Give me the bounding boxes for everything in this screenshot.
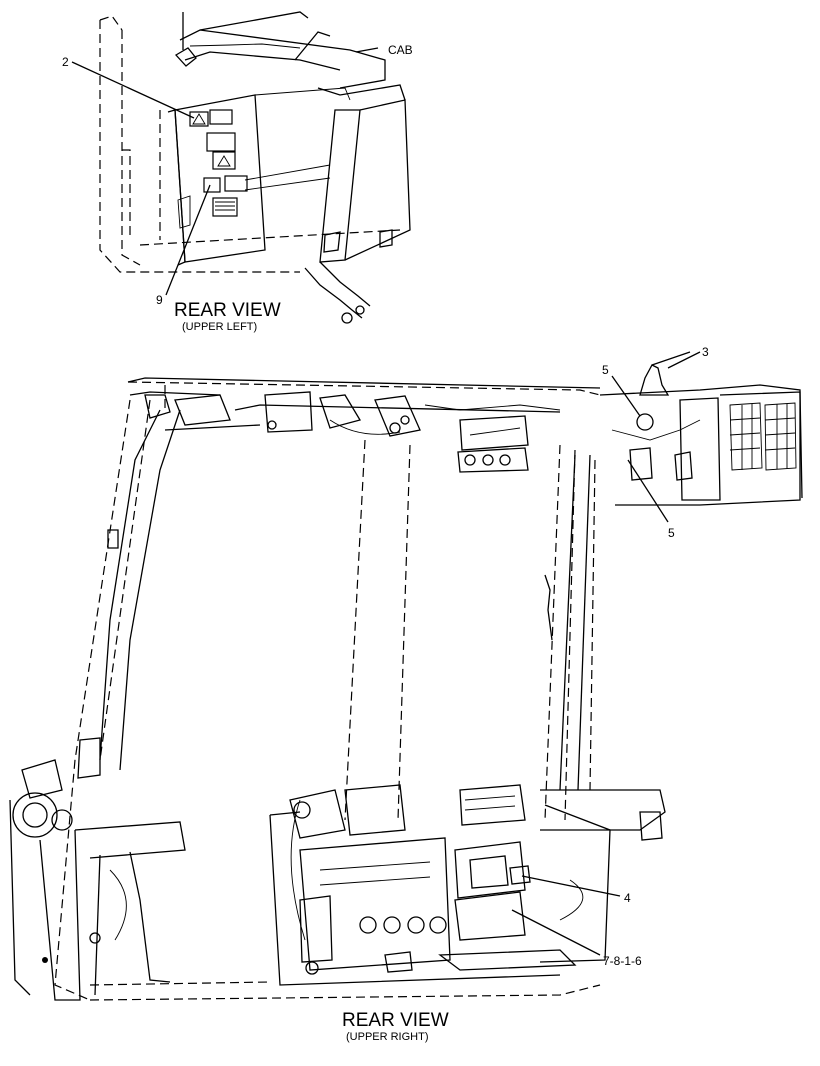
callout-7-8-1-6: 7-8-1-6 <box>603 954 642 968</box>
upper-right-view-title: REAR VIEW <box>342 1010 449 1031</box>
upper-left-view <box>71 11 411 324</box>
upper-left-view-title: REAR VIEW <box>174 300 281 321</box>
callout-2: 2 <box>62 55 69 69</box>
callout-9: 9 <box>156 293 163 307</box>
upper-right-view-subtitle: (UPPER RIGHT) <box>346 1031 429 1043</box>
callout-cab: CAB <box>388 43 413 57</box>
callout-3: 3 <box>702 345 709 359</box>
callout-4: 4 <box>624 891 631 905</box>
callout-5-bottom: 5 <box>668 526 675 540</box>
upper-left-view-subtitle: (UPPER LEFT) <box>182 321 257 333</box>
callout-5-top: 5 <box>602 363 609 377</box>
upper-right-view <box>9 351 803 1001</box>
